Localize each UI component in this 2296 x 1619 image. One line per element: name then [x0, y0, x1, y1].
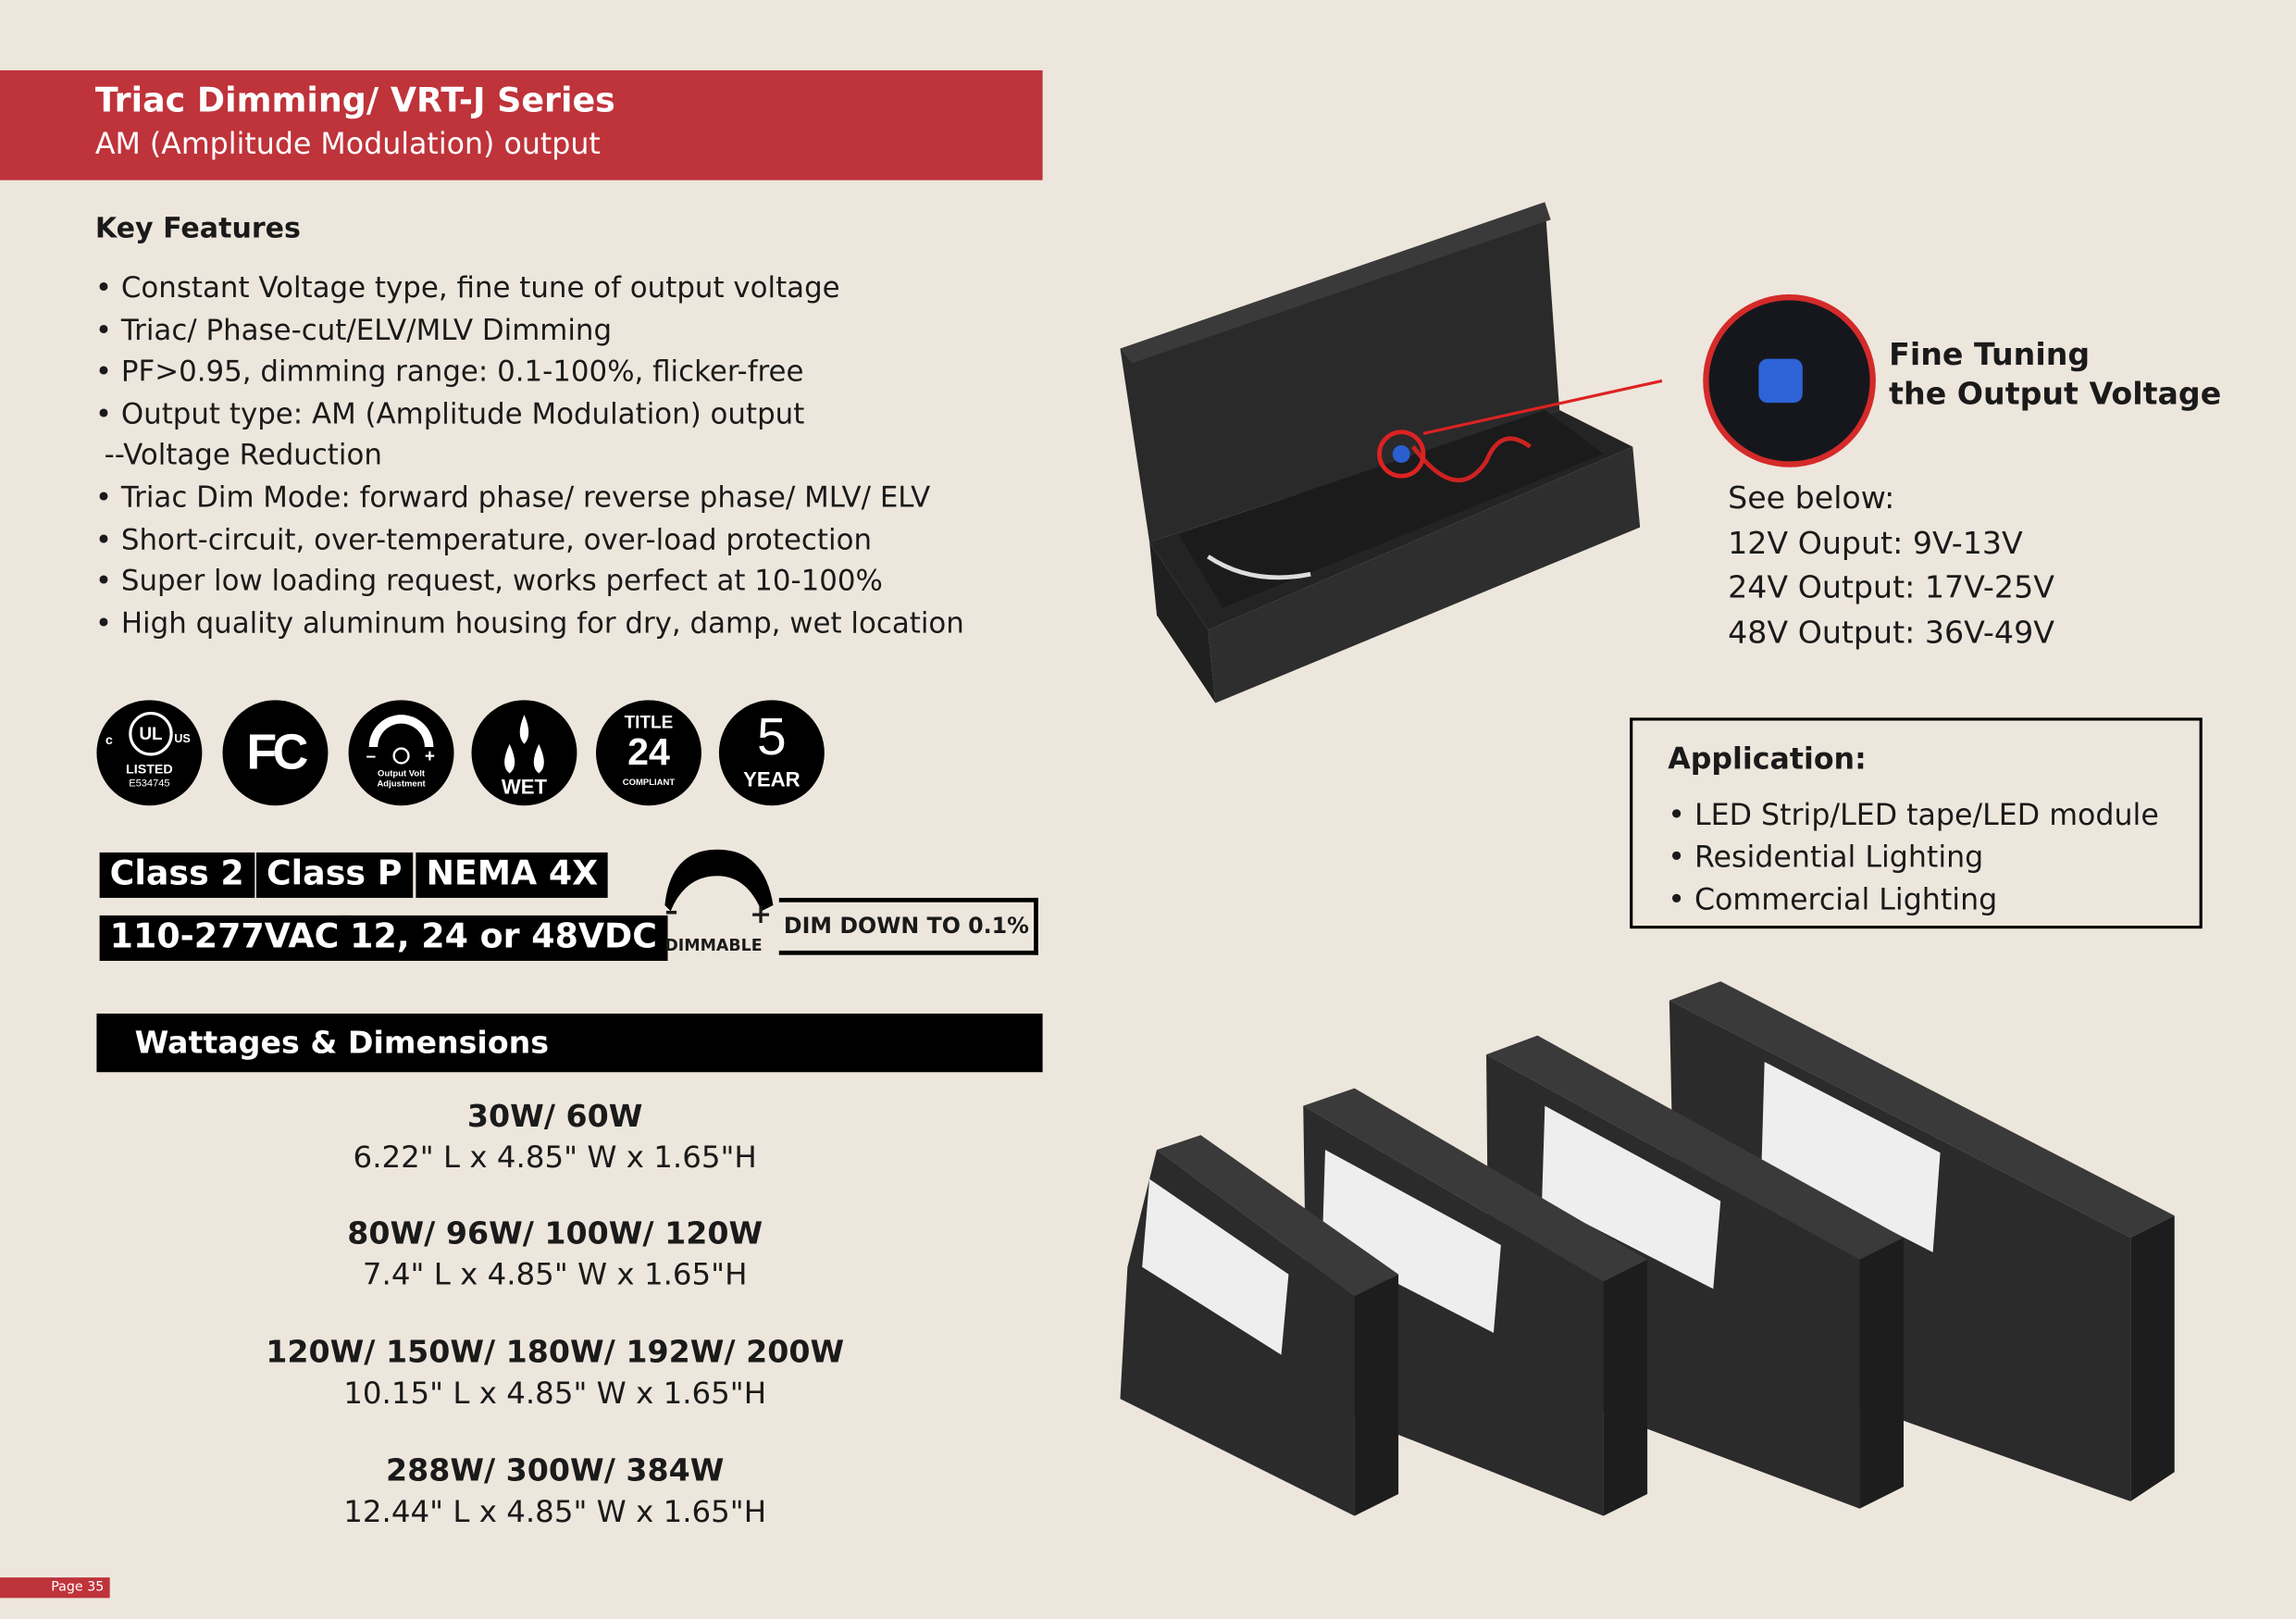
feature-item: • Triac Dim Mode: forward phase/ reverse… — [94, 479, 931, 515]
badge-class-p: Class P — [255, 852, 413, 898]
dimensions: 6.22" L x 4.85" W x 1.65"H — [353, 1140, 757, 1176]
title24-bottom: COMPLIANT — [622, 778, 676, 789]
potentiometer-icon — [1758, 358, 1803, 404]
dimensions: 10.15" L x 4.85" W x 1.65"H — [343, 1375, 767, 1411]
wet-label: WET — [501, 775, 548, 799]
feature-item: • Constant Voltage type, fine tune of ou… — [94, 270, 840, 305]
fine-tune-callout — [1703, 294, 1876, 467]
svg-text:+: + — [425, 747, 435, 766]
application-item: • Residential Lighting — [1668, 839, 1984, 875]
see-below-label: See below: — [1728, 479, 1895, 516]
wattage-group: 120W/ 150W/ 180W/ 192W/ 200W 10.15" L x 4… — [96, 1334, 1013, 1410]
fcc-icon: FC — [222, 700, 329, 806]
title24-num: 24 — [627, 729, 670, 774]
output-adjust-icon: –+ Output Volt Adjustment — [348, 700, 454, 806]
ul-listed-icon: c UL US LISTED E534745 — [96, 700, 203, 806]
wattages-heading: Wattages & Dimensions — [134, 1025, 550, 1061]
key-features-list: • Constant Voltage type, fine tune of ou… — [95, 268, 964, 645]
5-year-warranty-icon: 5 YEAR — [718, 700, 825, 806]
adj-label: Output Volt — [378, 770, 426, 779]
feature-item: • Triac/ Phase-cut/ELV/MLV Dimming — [94, 312, 613, 347]
badge-class-2: Class 2 — [99, 852, 254, 898]
range-line: 12V Ouput: 9V-13V — [1728, 525, 2023, 561]
water-drops-icon — [504, 715, 544, 774]
wattage-values: 80W/ 96W/ 100W/ 120W — [347, 1215, 763, 1252]
series-subtitle: AM (Amplitude Modulation) output — [94, 126, 601, 162]
wet-location-icon: WET — [471, 700, 577, 806]
title-banner: Triac Dimming/ VRT-J Series AM (Amplitud… — [0, 69, 1043, 181]
wattage-group: 288W/ 300W/ 384W 12.44" L x 4.85" W x 1.6… — [96, 1453, 1013, 1529]
feature-item: • Short-circuit, over-temperature, over-… — [94, 522, 873, 556]
dimensions: 12.44" L x 4.85" W x 1.65"H — [343, 1493, 767, 1529]
warranty-label: YEAR — [743, 767, 800, 791]
open-driver-image — [1120, 202, 1663, 704]
svg-text:–: – — [366, 747, 377, 766]
key-features-heading: Key Features — [94, 212, 301, 245]
application-list: • LED Strip/LED tape/LED module • Reside… — [1668, 794, 2159, 922]
wattages-header: Wattages & Dimensions — [96, 1013, 1043, 1073]
feature-item: • High quality aluminum housing for dry,… — [94, 605, 964, 641]
fine-tuning-line: the Output Voltage — [1889, 376, 2222, 412]
range-line: 24V Output: 17V-25V — [1728, 569, 2054, 605]
series-title: Triac Dimming/ VRT-J Series — [94, 81, 615, 120]
dial-icon: –+ — [366, 715, 435, 766]
warranty-num: 5 — [757, 705, 787, 766]
badge-nema-4x: NEMA 4X — [416, 852, 609, 898]
page-label: Page 35 — [51, 1580, 105, 1596]
badge-input-voltage: 110-277VAC — [99, 915, 350, 961]
feature-item: • PF>0.95, dimming range: 0.1-100%, flic… — [94, 355, 804, 389]
driver-family-image — [1120, 981, 2175, 1516]
title24-top: TITLE — [624, 711, 674, 733]
dimmable-label: DIMMABLE — [664, 936, 763, 955]
ul-c: c — [105, 732, 113, 747]
wattage-group: 80W/ 96W/ 100W/ 120W 7.4" L x 4.85" W x 1… — [96, 1215, 1013, 1291]
ul-logo: UL — [129, 711, 173, 756]
ul-number: E534745 — [129, 778, 170, 790]
wattage-values: 30W/ 60W — [466, 1098, 643, 1134]
badge-output-voltage: 12, 24 or 48VDC — [340, 915, 668, 961]
page-number: Page 35 — [0, 1577, 110, 1599]
feature-item: • Super low loading request, works perfe… — [94, 564, 883, 598]
dim-plus: + — [750, 899, 773, 930]
feature-item: • Output type: AM (Amplitude Modulation)… — [94, 396, 805, 430]
dimensions: 7.4" L x 4.85" W x 1.65"H — [362, 1256, 748, 1292]
application-box: Application: • LED Strip/LED tape/LED mo… — [1630, 717, 2203, 929]
range-line: 48V Output: 36V-49V — [1728, 614, 2054, 650]
wattage-group: 30W/ 60W 6.22" L x 4.85" W x 1.65"H — [96, 1099, 1013, 1175]
driver-small — [1120, 1135, 1399, 1516]
dimmable-dome-icon — [664, 849, 774, 912]
ul-us: US — [174, 732, 191, 746]
fine-tuning-label: Fine Tuning the Output Voltage — [1889, 335, 2221, 414]
application-item: • LED Strip/LED tape/LED module — [1668, 796, 2159, 832]
wattage-values: 120W/ 150W/ 180W/ 192W/ 200W — [266, 1334, 845, 1370]
dim-minus: – — [664, 896, 678, 928]
output-ranges: See below: 12V Ouput: 9V-13V 24V Output:… — [1728, 476, 2054, 654]
ul-listed: LISTED — [126, 761, 173, 777]
wattage-values: 288W/ 300W/ 384W — [385, 1452, 725, 1488]
feature-item: --Voltage Reduction — [94, 438, 382, 473]
application-item: • Commercial Lighting — [1668, 881, 1998, 917]
adj-label: Adjustment — [377, 780, 426, 790]
fine-tuning-line: Fine Tuning — [1889, 336, 2091, 372]
dim-down-badge: DIM DOWN TO 0.1% — [778, 897, 1038, 955]
title24-icon: TITLE 24 COMPLIANT — [595, 700, 701, 806]
application-heading: Application: — [1668, 741, 1867, 777]
